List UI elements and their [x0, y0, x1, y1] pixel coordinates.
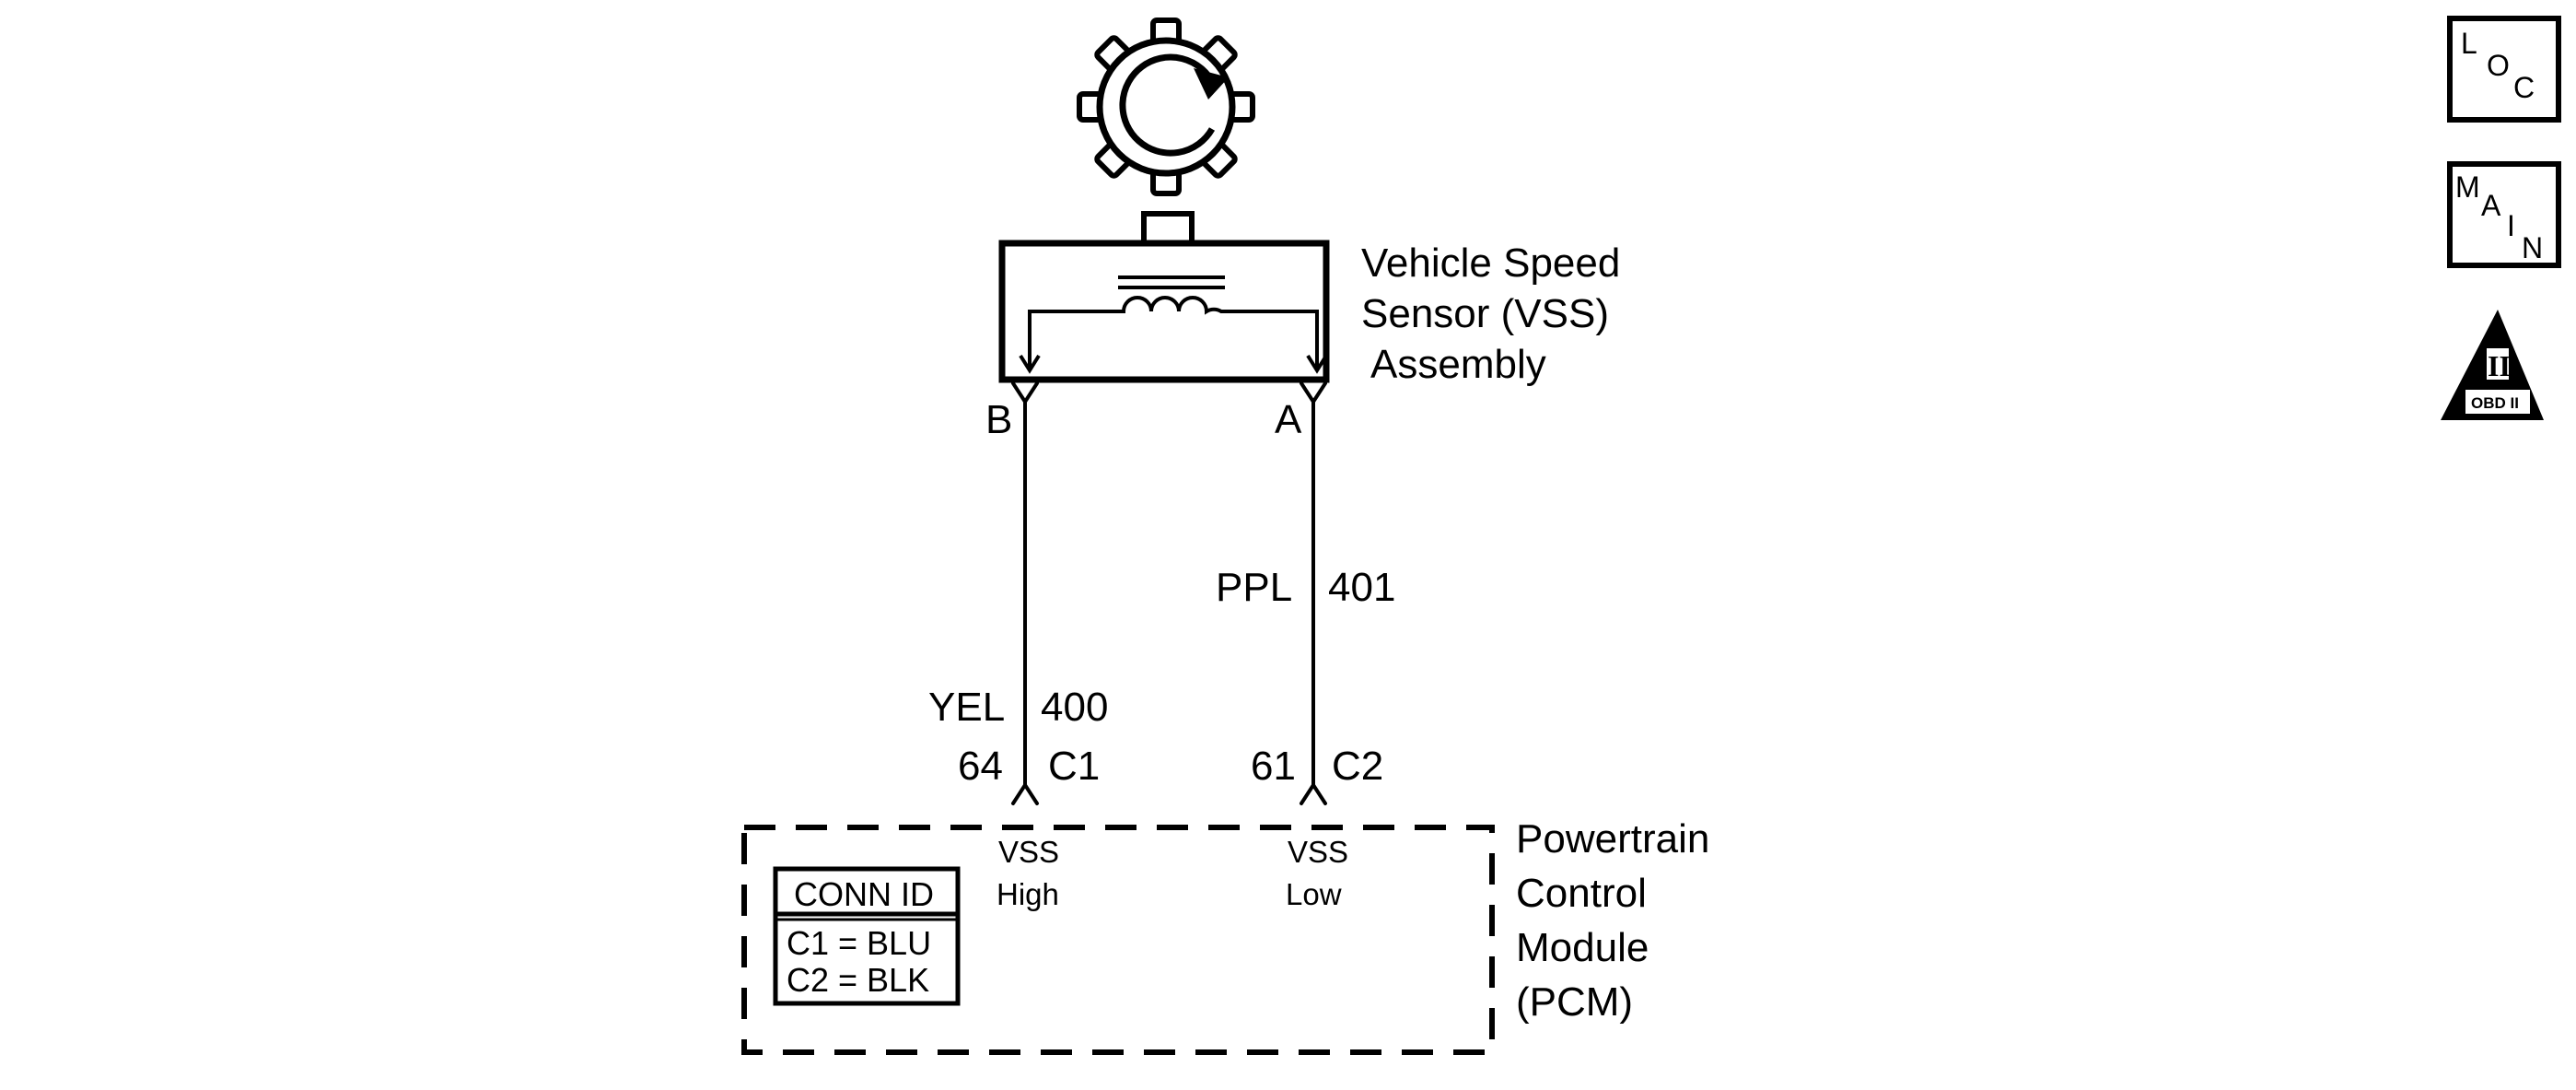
- obd-ii-icon[interactable]: OBD II II: [2441, 310, 2544, 420]
- loc-icon-letter: O: [2487, 49, 2510, 82]
- loc-icon[interactable]: L O C: [2447, 16, 2561, 123]
- loc-icon-letter: C: [2513, 71, 2535, 104]
- sensor-pin-a-label: A: [1275, 397, 1302, 442]
- main-icon-letter: N: [2522, 231, 2543, 264]
- conn-id-row: C1 = BLU: [787, 924, 931, 962]
- coil-symbol: [1116, 296, 1227, 315]
- pcm-label-line4: (PCM): [1516, 979, 1633, 1025]
- pcm-pin-c2-symbol: [1300, 783, 1327, 805]
- pcm-terminal-high-line2: High: [997, 877, 1059, 911]
- wire-right-pcm-pin: 61: [1251, 744, 1296, 789]
- main-icon-letter: I: [2507, 209, 2515, 242]
- pcm-terminal-high-line1: VSS: [998, 835, 1059, 869]
- pcm-pin-c1-symbol: [1011, 783, 1039, 805]
- obd-ii-caption: OBD II: [2471, 394, 2519, 412]
- tone-wheel-icon: [1077, 18, 1255, 196]
- main-icon-letter: A: [2481, 189, 2501, 222]
- conn-id-header: CONN ID: [794, 875, 934, 913]
- wire-right-circuit: 401: [1328, 565, 1395, 610]
- sensor-pin-b-symbol: [1011, 381, 1039, 404]
- sensor-pin-b-label: B: [985, 397, 1012, 442]
- conn-id-row: C2 = BLK: [787, 961, 929, 999]
- conn-id-table: CONN ID C1 = BLU C2 = BLK: [773, 866, 961, 1006]
- pcm-label-line3: Module: [1516, 925, 1649, 970]
- obd-ii-numeral: II: [2488, 349, 2511, 382]
- pcm-terminal-low-line2: Low: [1286, 877, 1342, 911]
- wire-left-pcm-pin: 64: [958, 744, 1003, 789]
- vss-sensor-body: [998, 240, 1330, 383]
- wire-right-color: PPL: [1216, 565, 1292, 610]
- sensor-label-line1: Vehicle Speed: [1361, 240, 1620, 286]
- main-icon-letter: M: [2455, 170, 2480, 204]
- sensor-pin-a-symbol: [1300, 381, 1327, 404]
- wire-left-pcm-connector: C1: [1048, 744, 1100, 789]
- pcm-label-line1: Powertrain: [1516, 816, 1709, 861]
- pcm-terminal-low-line1: VSS: [1288, 835, 1348, 869]
- loc-icon-letter: L: [2461, 27, 2477, 60]
- wire-left-circuit: 400: [1041, 685, 1108, 730]
- pcm-box: [741, 825, 1495, 1055]
- main-icon[interactable]: M A I N: [2447, 161, 2561, 268]
- wire-right-pcm-connector: C2: [1332, 744, 1383, 789]
- sensor-label-line3: Assembly: [1370, 342, 1546, 387]
- pcm-label-line2: Control: [1516, 871, 1647, 916]
- wire-left-color: YEL: [928, 685, 1005, 730]
- sensor-tip: [1141, 211, 1195, 246]
- sensor-label-line2: Sensor (VSS): [1361, 291, 1609, 336]
